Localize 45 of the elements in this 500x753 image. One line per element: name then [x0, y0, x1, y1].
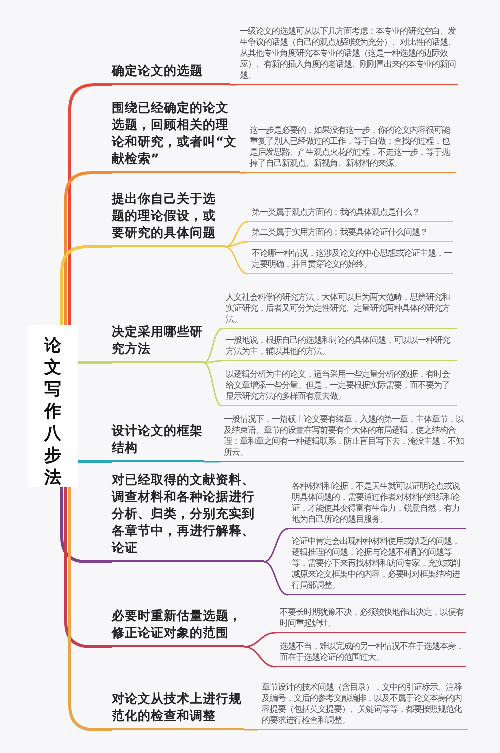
branch-topic: 围绕已经确定的论文选题，回顾相关的理论和研究，或者叫“文献检索”	[112, 100, 240, 173]
detail-note: 人文社会科学的研究方法，大体可以归为两大范畴，思辨研究和实证研究，后者又可分为定性研究、定量研究两种具体的研究方法。	[222, 287, 457, 329]
detail-note: 一般地说，根据自己的选题和讨论的具体问题，可以以一种研究方法为主，辅以其他的方法。	[222, 332, 457, 361]
connector-line	[224, 241, 248, 248]
connector-line	[204, 328, 222, 364]
branch-line	[60, 487, 112, 564]
connector-line	[264, 528, 288, 563]
detail-note: 论证中肯定会出现种种材料使用或缺乏的问题，逻辑推理的问题，论据与论题不相配的问题等等，需要停下来再找材料和访问专家，充实或削减原来论文框架中的内容，必要时对框架结构进行局部调整。	[288, 532, 466, 595]
branch-topic: 提出你自己关于选题的理论假设，或要研究的具体问题	[112, 185, 225, 247]
detail-note: 第二类属于实用方面的：我要具体论证什么问题？	[248, 224, 453, 242]
detail-note: 这一步是必要的，如果没有这一步，你的论文内容很可能重复了别人已经做过的工作，等于白做；查找的过程，也是启发思路、产生观点火花的过程，不走这一步，等于抛掉了自己新观点、新视角、新材料的来源。	[246, 123, 456, 173]
connector-line	[230, 84, 236, 86]
connector-line	[244, 646, 276, 668]
connector-line	[240, 172, 246, 174]
connector-line	[244, 632, 276, 648]
branch-line	[64, 172, 112, 325]
detail-note: 一级论文的选题可从以下几方面考虑：本专业的研究空白、发生争议的话题（自己的观点感到较为充分）、对比性的话题、从其他专业角度研究本专业的话题（这是一种选题的边际效应）、有新的插入角度的老话题、刚刚冒出来的本专业的新问题。	[236, 28, 458, 85]
branch-line	[78, 362, 112, 364]
detail-note: 不论哪一种情况，这涉及论文的中心思想或论证主题，一定要明确，并且贯穿论文的始终。	[248, 244, 453, 274]
connector-line	[264, 561, 288, 596]
detail-note: 章节设计的技术问题（含目录），文中的引证标示、注释及编号，文后的参考文献编排，以及不属于论文本身的内容提要（包括英文提要）、关键词等等，都要按照规范化的要求进行检查和调整。	[258, 676, 468, 730]
detail-note: 以逻辑分析为主的论文，适当采用一些定量分析的数据，有时会给文章增添一些分量。但是，一定要根据实际需要，而不要为了显示研究方法的多样而有意去做。	[222, 364, 457, 406]
detail-note: 第一类属于观点方面的：我的具体观点是什么？	[248, 204, 453, 222]
branch-line	[68, 84, 112, 325]
branch-line	[68, 487, 112, 732]
connector-line	[204, 362, 222, 407]
branch-topic: 对论文从技术上进行规范化的检查和调整	[112, 687, 244, 730]
detail-note: 不要长时期犹豫不决，必须较快地作出决定，以便有时间重起炉灶。	[276, 604, 466, 633]
branch-topic: 决定采用哪些研究方法	[112, 318, 204, 363]
branch-topic: 必要时重新估量选题，修正论证对象的范围	[112, 604, 244, 647]
branch-line	[78, 460, 112, 464]
topic-card: 论文写作八步法	[28, 325, 78, 487]
branch-line	[60, 246, 112, 325]
connector-line	[224, 221, 248, 248]
connector-line	[204, 461, 220, 463]
detail-note: 各种材料和论据，不是天生就可以证明论点或说明具体问题的，需要通过作者对材料的组织和论证，才能使其变得富有生命力，锐意自然，有力地为自己所论的题目服务。	[288, 477, 466, 529]
connector-line	[204, 360, 222, 364]
branch-topic: 对已经取得的文献资料、调查材料和各种论据进行分析、归类，分别充实到各章节中，再进行解释、论证	[112, 474, 264, 562]
detail-note: 选题不当，难以完成的另一种情况不在于选题本身，而在于选题论证的范围过大。	[276, 638, 466, 667]
connector-line	[244, 729, 258, 731]
branch-line	[64, 487, 112, 648]
connector-line	[224, 246, 248, 275]
branch-topic: 设计论文的框架结构	[112, 418, 204, 462]
branch-topic: 确定论文的选题	[112, 55, 230, 85]
detail-note: 一般情况下，一篇硕士论文要有绪章，入题的第一章，主体章节，以及结束语。章节的设置在写前要有个大体的布局逻辑，使之结构合理；章和章之间有一种逻辑联系，防止盲目写下去，淹没主题，不知所云。	[220, 410, 464, 462]
